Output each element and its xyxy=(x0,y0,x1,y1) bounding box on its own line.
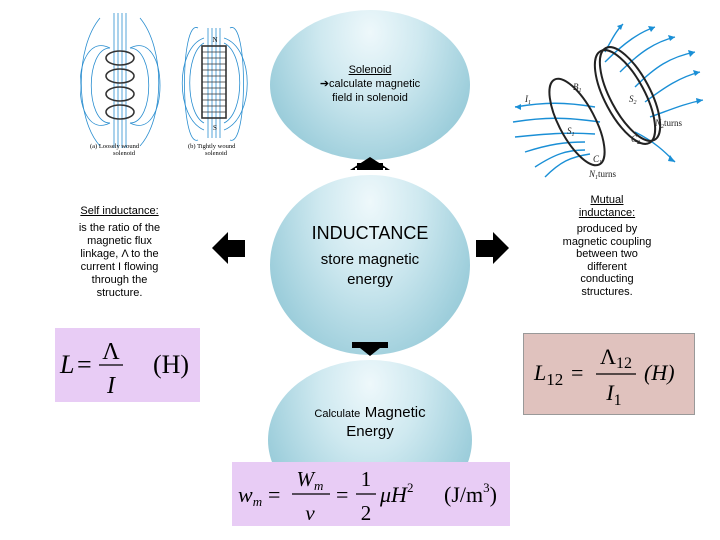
self-inductance-text: Self inductance: is the ratio of the mag… xyxy=(62,205,177,300)
inductance-title: INDUCTANCE xyxy=(311,223,429,243)
self-inductance-title: Self inductance: xyxy=(80,205,159,217)
svg-text:solenoid: solenoid xyxy=(113,150,136,157)
svg-text:N1turns: N1turns xyxy=(588,169,617,181)
mutual-coils-figure: B1 I1 S1 S2 C1 C2 N2turns N1turns xyxy=(512,23,704,181)
solenoid-title: Solenoid xyxy=(348,64,392,76)
svg-text:(H): (H) xyxy=(644,360,675,385)
svg-text:I1: I1 xyxy=(524,94,531,106)
svg-text:S: S xyxy=(213,124,217,132)
svg-text:C2: C2 xyxy=(631,134,640,146)
caption-loose: (a) Loosely wound xyxy=(90,143,140,150)
down-arrow-icon xyxy=(352,342,388,356)
svg-text:S1: S1 xyxy=(567,126,575,138)
svg-text:1: 1 xyxy=(361,467,372,491)
solenoid-ellipse xyxy=(270,10,470,160)
arrow-icon: ➔ xyxy=(319,78,330,90)
field-arrowheads xyxy=(515,24,703,162)
mutual-inductance-text: Mutual inductance: produced by magnetic … xyxy=(548,194,666,298)
loose-solenoid-illustration xyxy=(80,13,161,148)
svg-text:(J/m3): (J/m3) xyxy=(444,480,497,507)
inductance-ellipse xyxy=(270,175,470,355)
svg-text:(H): (H) xyxy=(153,350,189,379)
svg-text:I: I xyxy=(106,373,116,399)
svg-text:Wm: Wm xyxy=(297,467,324,493)
solenoid-text: Solenoid ➔calculate magnetic field in so… xyxy=(290,63,450,105)
svg-text:C1: C1 xyxy=(593,154,602,166)
mutual-inductance-formula: L12 = Λ12 I1 (H) xyxy=(523,333,695,415)
energy-text: Calculate Magnetic Energy xyxy=(314,404,426,440)
svg-text:N2turns: N2turns xyxy=(654,118,683,130)
svg-text:v: v xyxy=(305,501,315,525)
loose-solenoid-coils xyxy=(105,50,135,120)
svg-text:solenoid: solenoid xyxy=(205,150,228,157)
svg-text:Λ12: Λ12 xyxy=(600,344,632,372)
svg-text:=: = xyxy=(571,360,583,385)
svg-text:L12: L12 xyxy=(533,360,563,389)
energy-formula: wm = Wm v = 1 2 μH2 (J/m3) xyxy=(232,462,510,526)
svg-text:S2: S2 xyxy=(629,94,637,106)
svg-text:=: = xyxy=(268,482,280,507)
svg-text:L: L xyxy=(59,350,74,379)
left-arrow-icon xyxy=(212,232,245,264)
solenoid-figures: N S (a) Loosely wound solenoid (b) Tight… xyxy=(80,13,248,157)
svg-text:wm: wm xyxy=(238,482,262,509)
mutual-inductance-title: Mutual xyxy=(590,194,624,206)
coils xyxy=(548,46,662,167)
svg-text:B1: B1 xyxy=(573,82,582,94)
caption-tight: (b) Tightly wound xyxy=(188,143,236,150)
svg-text:=: = xyxy=(77,350,92,379)
right-arrow-icon xyxy=(476,232,509,264)
inductance-text: INDUCTANCE store magnetic energy xyxy=(275,222,465,290)
svg-text:Λ: Λ xyxy=(102,339,120,365)
svg-text:μH2: μH2 xyxy=(379,480,413,507)
svg-text:=: = xyxy=(336,482,348,507)
svg-text:I1: I1 xyxy=(605,380,621,409)
svg-text:2: 2 xyxy=(361,501,372,525)
svg-text:N: N xyxy=(212,36,217,44)
self-inductance-formula: L = Λ I (H) xyxy=(55,328,200,402)
